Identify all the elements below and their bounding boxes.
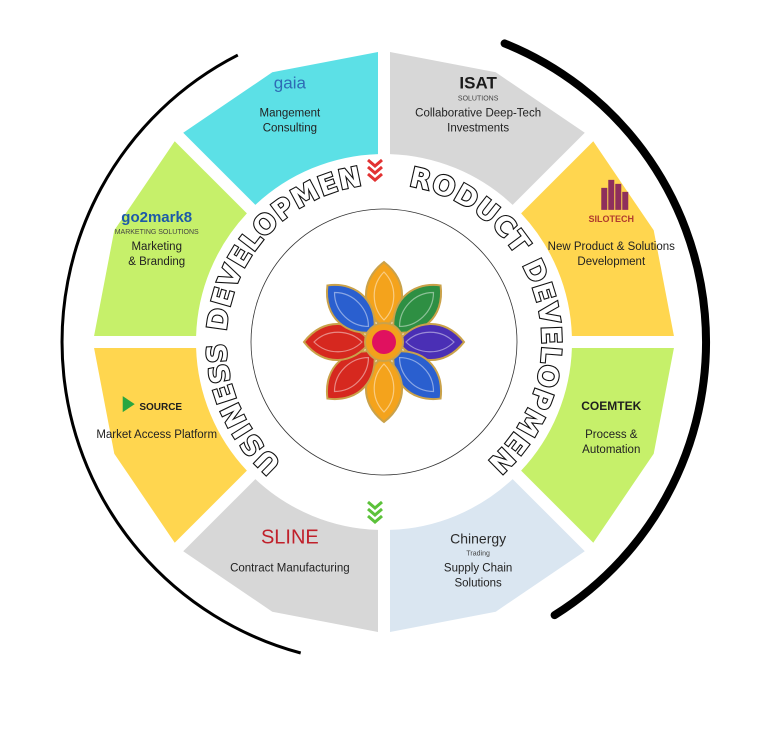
lotus-petal (325, 283, 376, 334)
csource-chevron-icon (122, 396, 135, 413)
segment-label-csource: SOURCE Market Access Platform (96, 396, 217, 441)
segment-gaia (183, 52, 379, 205)
segment-csource (94, 347, 247, 543)
segment-silotech (521, 141, 674, 337)
segment-description-silotech: Development (577, 256, 646, 268)
chevron-down-icon (367, 500, 383, 524)
segment-description-go2mark8: & Branding (128, 256, 185, 268)
segment-description-sline: Contract Manufacturing (230, 562, 350, 574)
segment-isat (389, 52, 585, 205)
segment-description-isat: Collaborative Deep-Tech (415, 108, 541, 120)
outer-arc-left (60, 53, 302, 655)
lotus-center (372, 330, 396, 354)
logo-chinergy: Chinergy (450, 530, 506, 546)
segment-label-coemtek: COEMTEK Process & Automation (581, 399, 641, 456)
chevron-down-icon (367, 158, 383, 182)
logo-coemtek: COEMTEK (581, 399, 641, 413)
segment-description-isat: Investments (447, 123, 509, 135)
logo-sub-isat: SOLUTIONS (458, 96, 499, 103)
segment-label-silotech: SILOTECH New Product & SolutionsDevelopme… (548, 179, 675, 268)
segment-description-chinergy: Supply Chain (444, 562, 512, 574)
segment-chinergy (389, 479, 585, 632)
segment-description-chinergy: Solutions (454, 577, 502, 589)
segment-description-gaia: Mangement (259, 108, 321, 120)
silotech-building-icon (601, 179, 629, 210)
segment-sline (183, 479, 379, 632)
logo-csource: SOURCE (139, 402, 182, 413)
logo-sub-go2mark8: MARKETING SOLUTIONS (115, 229, 199, 236)
logo-sline: SLINE (261, 526, 319, 548)
segment-description-csource: Market Access Platform (96, 429, 217, 441)
segment-go2mark8 (94, 141, 247, 337)
segment-label-isat: ISAT SOLUTIONS Collaborative Deep-TechInve… (415, 74, 541, 135)
inner-circle-border (250, 208, 518, 476)
outer-arc-right (500, 39, 711, 620)
segment-description-go2mark8: Marketing (131, 241, 182, 253)
segment-description-silotech: New Product & Solutions (548, 241, 675, 253)
logo-isat: ISAT (459, 74, 497, 93)
segment-description-coemtek: Process & (585, 429, 638, 441)
logo-gaia: gaia (274, 74, 307, 93)
segment-label-sline: SLINE Contract Manufacturing (230, 526, 350, 574)
segment-description-coemtek: Automation (582, 444, 640, 456)
segment-description-gaia: Consulting (263, 123, 317, 135)
logo-silotech: SILOTECH (589, 214, 635, 224)
segment-coemtek (521, 347, 674, 543)
logo-sub-chinergy: Trading (466, 550, 490, 557)
lotus-flower-icon (302, 260, 466, 424)
logo-go2mark8: go2mark8 (121, 209, 192, 226)
